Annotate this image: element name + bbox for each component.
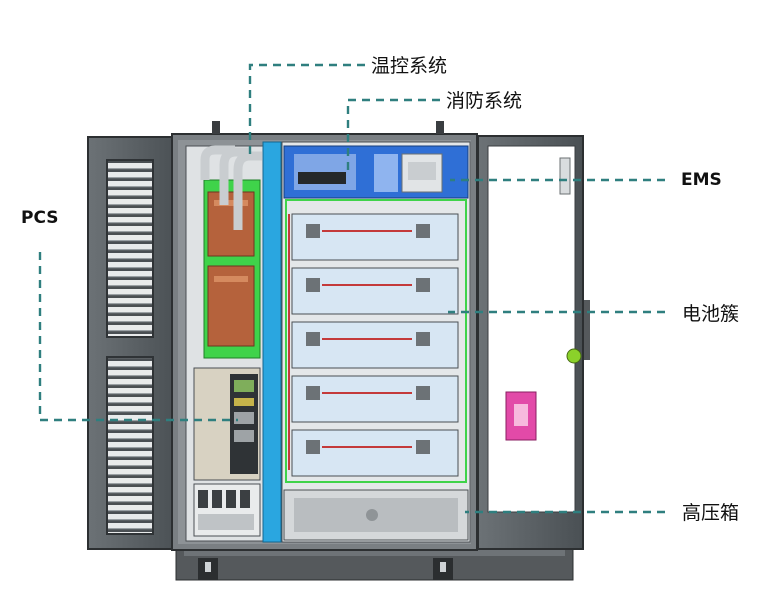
left-door — [87, 136, 179, 550]
battery-compartment — [281, 141, 471, 543]
battery-module — [291, 375, 459, 423]
leader-pcs — [38, 252, 238, 422]
label-ems: EMS — [681, 170, 722, 190]
leader-lines — [38, 63, 665, 514]
label-pcs: PCS — [21, 208, 59, 228]
label-fire-system: 消防系统 — [446, 90, 523, 112]
battery-module — [291, 321, 459, 369]
base-skid — [175, 545, 574, 581]
leader-fire — [346, 98, 440, 175]
label-battery-cluster: 电池簇 — [682, 303, 740, 325]
pcs-compartment — [185, 145, 267, 542]
leader-thermal — [248, 63, 365, 158]
label-thermal-system: 温控系统 — [371, 55, 448, 77]
battery-module — [291, 267, 459, 315]
busbar — [262, 141, 282, 543]
right-door — [477, 135, 590, 550]
battery-module — [291, 213, 459, 261]
label-hv-box: 高压箱 — [682, 502, 740, 524]
battery-module — [291, 429, 459, 477]
